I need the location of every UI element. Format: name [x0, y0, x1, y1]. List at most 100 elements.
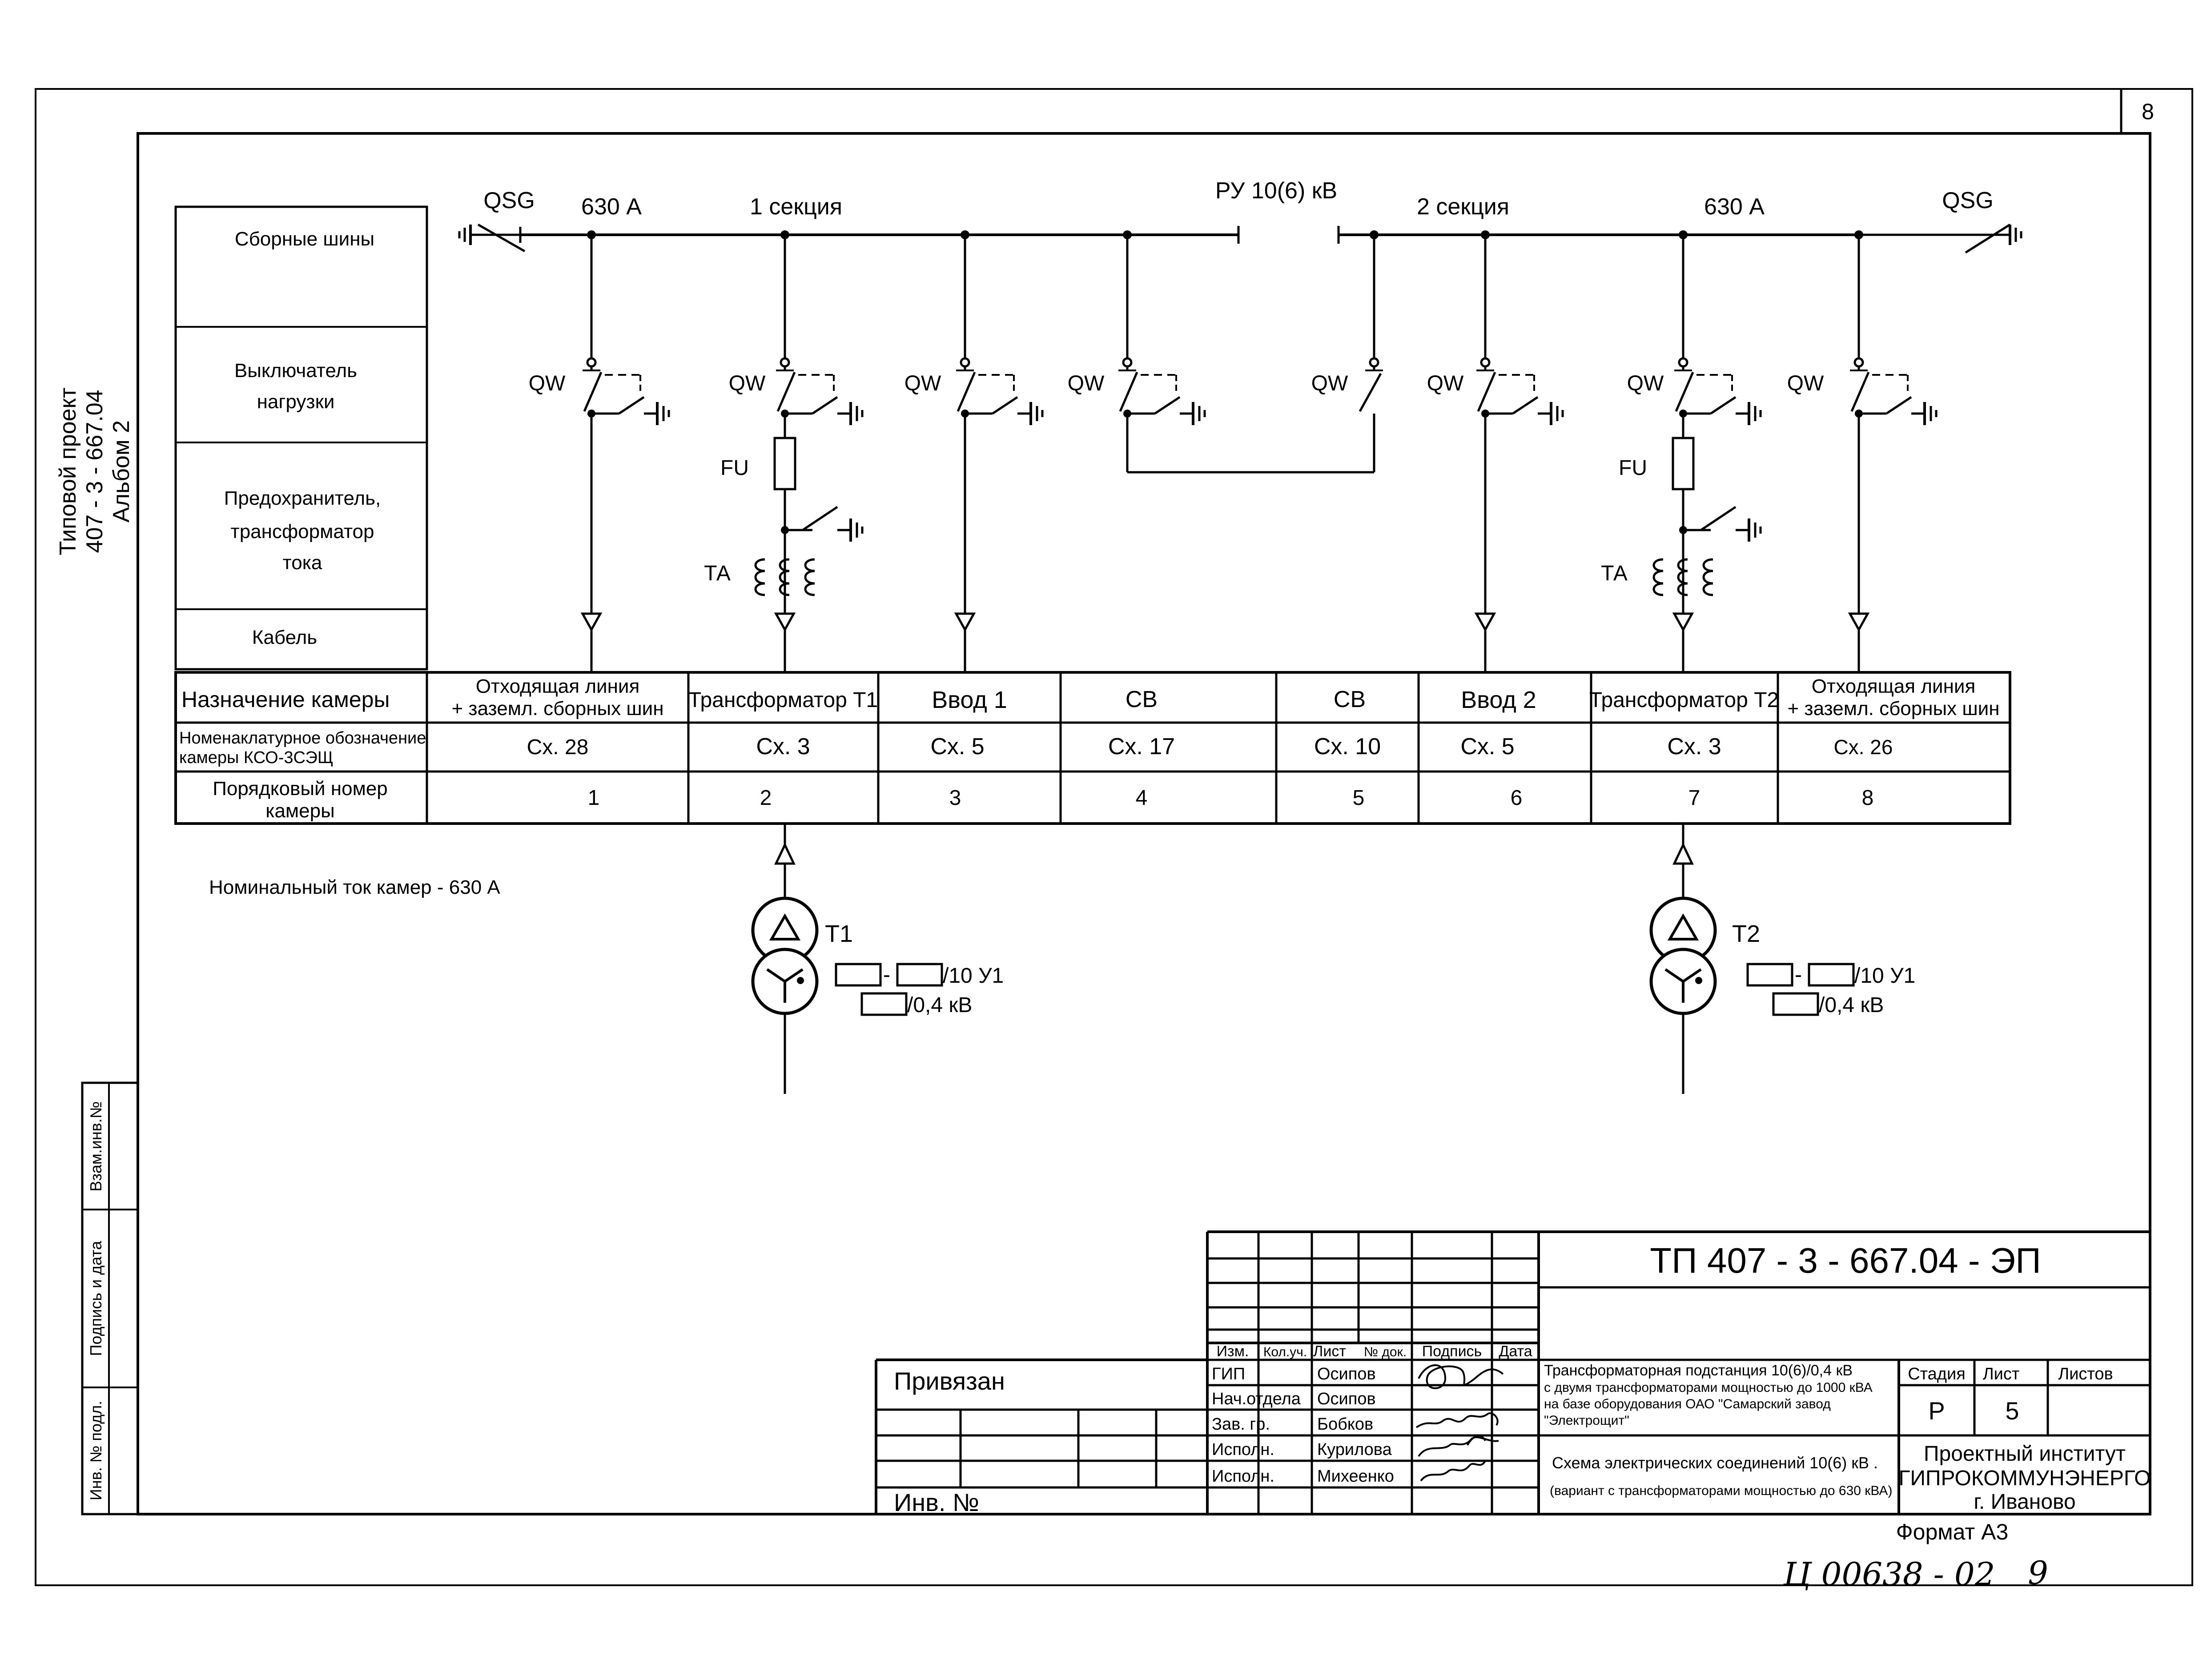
cell-4-scheme: Сх. 17 [1108, 734, 1175, 760]
ta-label-1: ТА [704, 562, 731, 585]
row-label-column: Сборные шины Выключатель нагрузки Предох… [174, 205, 428, 671]
row-header-order-1: Порядковый номер [213, 778, 388, 800]
side-title: Типовой проект 407 - 3 - 667.04 Альбом 2 [55, 387, 134, 555]
bus-section-2: 2 секция [1417, 194, 1509, 220]
format-label: Формат А3 [1896, 1519, 2009, 1544]
desc1-line3: на базе оборудования ОАО "Самарский заво… [1544, 1397, 1831, 1411]
t2-name: Т2 [1732, 920, 1760, 947]
qsg-left-label: QSG [483, 188, 535, 213]
col-izm: Изм. [1217, 1343, 1249, 1360]
role-2: Нач.отдела [1212, 1390, 1301, 1408]
cell-5-scheme: Сх. 10 [1314, 734, 1381, 760]
name-4: Курилова [1317, 1440, 1392, 1459]
cell-8-purpose-1: Отходящая линия [1812, 675, 1976, 697]
qw-label-5: QW [1311, 372, 1348, 395]
row-header-order-2: камеры [265, 800, 335, 822]
cell-3-purpose: Ввод 1 [932, 687, 1007, 713]
t2-rating-b: /10 У1 [1854, 964, 1915, 988]
cell-2-purpose: Трансформатор Т1 [688, 688, 878, 712]
bus-title: РУ 10(6) кВ [1215, 178, 1337, 204]
qw-label-6: QW [1427, 372, 1464, 395]
name-5: Михеенко [1317, 1467, 1394, 1486]
t1-rating-c: /0,4 кВ [907, 993, 972, 1017]
cell-1-scheme: Сх. 28 [527, 736, 589, 759]
rated-current-note: Номинальный ток камер - 630 А [209, 876, 500, 898]
cell-8-purpose-2: + заземл. сборных шин [1787, 698, 1999, 719]
label-busbars: Сборные шины [235, 228, 374, 250]
cell-6-number: 6 [1511, 786, 1523, 810]
stamp-inv: Инв. № подл. [87, 1401, 105, 1500]
cell-4-number: 4 [1136, 786, 1148, 810]
bus-current-right: 630 А [1704, 194, 1765, 220]
qsg-right-label: QSG [1942, 188, 1994, 213]
cell-5-purpose: СВ [1334, 687, 1366, 712]
cell-2-number: 2 [760, 786, 772, 810]
org-line3: г. Иваново [1974, 1490, 2075, 1514]
role-4: Исполн. [1212, 1440, 1274, 1459]
side-title-line1: Типовой проект [55, 387, 81, 555]
stamp-podpis: Подпись и дата [87, 1241, 105, 1356]
drawing-code: ТП 407 - 3 - 667.04 - ЭП [1650, 1241, 2041, 1280]
col-podpis: Подпись [1422, 1343, 1482, 1360]
cell-1-purpose-2: + заземл. сборных шин [451, 698, 663, 719]
t1-rating-b: /10 У1 [943, 964, 1004, 988]
t1-name: Т1 [825, 920, 853, 947]
label-fuse-2: трансформатор [231, 521, 374, 543]
cells-table: Назначение камеры Номенаклатурное обозна… [174, 671, 2011, 825]
archive-page: 9 [2028, 1554, 2048, 1592]
desc1-line4: "Электрощит" [1544, 1413, 1629, 1428]
sheets-label: Листов [2058, 1365, 2113, 1383]
org-line2: ГИПРОКОММУНЭНЕРГО [1899, 1467, 2151, 1490]
name-1: Осипов [1317, 1365, 1376, 1383]
name-3: Бобков [1317, 1415, 1373, 1434]
t1-rating-a: - [883, 963, 890, 987]
cell-3-number: 3 [949, 786, 961, 810]
fu-label-1: FU [720, 456, 749, 480]
ta-label-2: ТА [1601, 562, 1628, 585]
qw-label-8: QW [1787, 372, 1824, 395]
desc1-line2: с двумя трансформаторами мощностью до 10… [1544, 1380, 1873, 1395]
cell-1-purpose-1: Отходящая линия [476, 675, 640, 697]
label-switch-2: нагрузки [257, 391, 335, 413]
label-fuse-1: Предохранитель, [224, 487, 381, 509]
t2-rating-c: /0,4 кВ [1819, 993, 1884, 1017]
bus-section-1: 1 секция [750, 194, 842, 220]
org-line1: Проектный институт [1924, 1442, 2126, 1466]
cell-5-number: 5 [1353, 786, 1365, 810]
label-switch-1: Выключатель [234, 360, 357, 382]
sheet-value: 5 [2005, 1397, 2019, 1425]
role-3: Зав. гр. [1212, 1415, 1270, 1434]
qw-label-4: QW [1068, 372, 1105, 395]
side-title-line2: 407 - 3 - 667.04 [82, 390, 108, 553]
desc1-line1: Трансформаторная подстанция 10(6)/0,4 кВ [1544, 1362, 1853, 1379]
t2-rating-a: - [1795, 963, 1802, 987]
cell-3-scheme: Сх. 5 [930, 734, 984, 760]
sheet-label: Лист [1983, 1365, 2020, 1383]
col-data: Дата [1499, 1343, 1532, 1360]
cell-2-scheme: Сх. 3 [756, 734, 810, 760]
col-doc: № док. [1364, 1345, 1407, 1359]
fu-label-2: FU [1619, 456, 1647, 480]
inv-no-label: Инв. № [894, 1488, 979, 1516]
label-fuse-3: тока [283, 552, 322, 574]
stage-value: Р [1928, 1397, 1945, 1425]
qw-label-2: QW [729, 372, 766, 395]
row-header-nomenclature-1: Номенаклатурное обозначение [179, 729, 426, 748]
desc2-line1: Схема электрических соединений 10(6) кВ … [1552, 1454, 1878, 1472]
side-stamp: Взам.инв.№ Подпись и дата Инв. № подл. [81, 1081, 139, 1515]
cell-7-purpose: Трансформатор Т2 [1589, 688, 1779, 712]
privyazan-label: Привязан [894, 1367, 1005, 1395]
cell-1-number: 1 [588, 786, 600, 810]
col-koluch: Кол.уч. [1263, 1345, 1307, 1359]
cell-7-scheme: Сх. 3 [1667, 734, 1721, 760]
cell-8-scheme: Сх. 26 [1834, 736, 1893, 759]
sheet-number: 8 [2142, 99, 2154, 124]
row-header-nomenclature-2: камеры КСО-3СЭЩ [179, 748, 333, 767]
transformer-t1: Т1 - /10 У1 /0,4 кВ [751, 824, 1004, 1094]
stage-label: Стадия [1908, 1365, 1966, 1383]
transformer-t2: Т2 - /10 У1 /0,4 кВ [1649, 824, 1915, 1094]
cell-6-scheme: Сх. 5 [1460, 734, 1514, 760]
title-block: ТП 407 - 3 - 667.04 - ЭП [875, 1230, 2151, 1516]
role-1: ГИП [1212, 1365, 1245, 1383]
label-cable: Кабель [252, 627, 317, 648]
